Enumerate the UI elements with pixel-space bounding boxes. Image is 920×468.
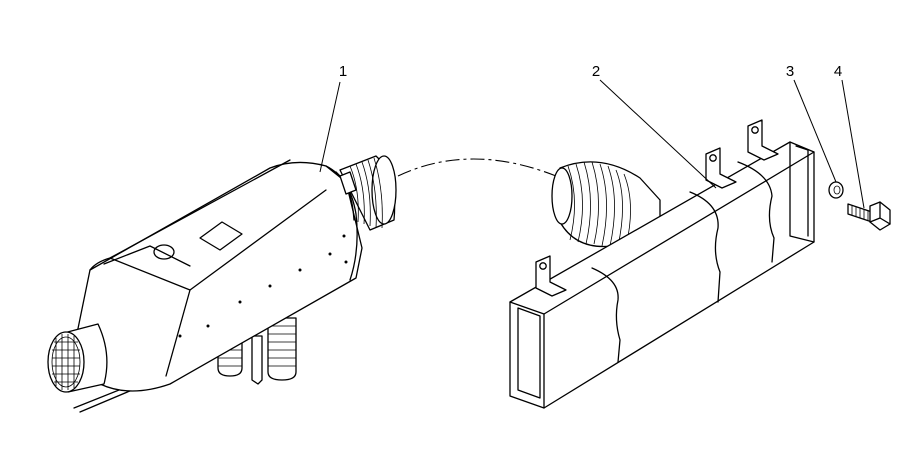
bolt: [847, 201, 891, 231]
top-plate: [199, 221, 243, 251]
heater-unit: [47, 155, 397, 413]
alignment-line: [397, 158, 557, 177]
callout-1: 1: [339, 63, 347, 80]
callout-4: 4: [834, 63, 842, 80]
flex-hose: [551, 161, 661, 248]
intake-grille: [47, 323, 108, 393]
duct-assembly: [509, 119, 815, 409]
mounting-brackets: [535, 119, 779, 297]
outlet-duct: [339, 155, 397, 231]
heater-body: [73, 161, 363, 392]
washer: [828, 181, 844, 199]
callout-2: 2: [592, 63, 600, 80]
callout-3: 3: [786, 63, 794, 80]
leader-lines: [319, 79, 865, 209]
rivets: [178, 234, 348, 338]
